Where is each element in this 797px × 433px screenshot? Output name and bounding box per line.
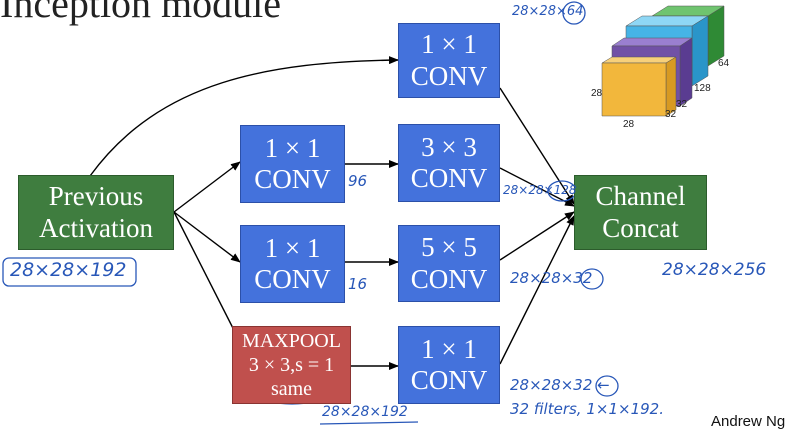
cube-yellow-top bbox=[601, 56, 677, 64]
arrow-bottom-to-concat bbox=[499, 215, 575, 365]
input-dims-annotation: 28×28×192 bbox=[10, 259, 127, 281]
conv-3x3-block: 3 × 3 CONV bbox=[398, 124, 500, 202]
conv-1x1-top-block: 1 × 1 CONV bbox=[398, 23, 500, 98]
channel-concat-block: Channel Concat bbox=[574, 175, 707, 250]
volume-depth-d-label: 64 bbox=[718, 58, 730, 69]
conv-5x5-line2: CONV bbox=[410, 263, 488, 294]
cube-yellow-front bbox=[601, 62, 667, 117]
reduce-conv-1x1-a-line1: 1 × 1 bbox=[264, 132, 321, 163]
arrow-prev-to-maxpool bbox=[173, 211, 241, 343]
page-title: Inception module bbox=[0, 0, 282, 26]
reduce-conv-1x1-b-line1: 1 × 1 bbox=[264, 232, 321, 263]
reduce-conv-1x1-b-block: 1 × 1 CONV bbox=[240, 225, 345, 303]
out2-dims-annotation: 28×28×128 bbox=[503, 183, 577, 197]
arrow-3x3-to-concat bbox=[499, 167, 575, 207]
concat-dims-annotation: 28×28×256 bbox=[662, 260, 767, 280]
circle-32-a bbox=[580, 268, 604, 290]
cube-purple-top bbox=[611, 37, 693, 47]
previous-activation-line2: Activation bbox=[39, 212, 153, 243]
reduce-conv-1x1-b-line2: CONV bbox=[254, 264, 331, 294]
circle-64 bbox=[562, 1, 586, 25]
reduce-conv-1x1-a-line2: CONV bbox=[254, 164, 331, 194]
arrow-top-to-concat bbox=[499, 87, 575, 205]
arrow-prev-to-reduce1 bbox=[173, 161, 241, 213]
maxpool-line1: MAXPOOL bbox=[242, 330, 341, 352]
conv-1x1-bottom-block: 1 × 1 CONV bbox=[398, 326, 500, 404]
maxpool-line2: 3 × 3,s = 1 bbox=[248, 354, 335, 376]
pool-dims-annotation: 28×28×192 bbox=[322, 404, 408, 420]
arrow-5x5-to-concat bbox=[499, 211, 575, 261]
maxpool-line3: same bbox=[270, 378, 313, 400]
cube-purple-side bbox=[679, 37, 693, 107]
conv-1x1-bottom-line2: CONV bbox=[410, 365, 488, 395]
out3-dims-annotation: 28×28×32 bbox=[510, 269, 593, 287]
cube-cyan-side bbox=[691, 15, 709, 87]
input-dims-outline bbox=[2, 257, 137, 287]
volume-height-label: 28 bbox=[591, 88, 603, 99]
arrow-prev-to-conv1x1-top bbox=[89, 56, 399, 177]
previous-activation-line1: Previous bbox=[48, 181, 144, 212]
arrow-prev-to-reduce2 bbox=[173, 211, 241, 263]
out4-dims-annotation: 28×28×32 ← bbox=[510, 376, 610, 394]
conv-1x1-top-line1: 1 × 1 bbox=[421, 29, 477, 60]
conv-5x5-line1: 5 × 5 bbox=[421, 232, 477, 263]
channel-concat-line1: Channel bbox=[595, 181, 686, 212]
conv-3x3-line1: 3 × 3 bbox=[421, 131, 477, 162]
out1-dims-annotation: 28×28×64 bbox=[512, 4, 584, 19]
channel-concat-line2: Concat bbox=[602, 212, 679, 243]
previous-activation-block: Previous Activation bbox=[18, 175, 174, 250]
output-volume-cube bbox=[601, 5, 725, 117]
reduce1-channels-annotation: 96 bbox=[348, 172, 368, 190]
conv-1x1-bottom-line1: 1 × 1 bbox=[421, 333, 477, 364]
underline-pool-dims bbox=[319, 421, 419, 425]
conv-3x3-line2: CONV bbox=[410, 163, 488, 193]
reduce-conv-1x1-a-block: 1 × 1 CONV bbox=[240, 125, 345, 203]
volume-depth-b-label: 32 bbox=[676, 99, 688, 110]
conv-1x1-top-line2: CONV bbox=[410, 60, 488, 91]
circle-32-b bbox=[595, 375, 619, 397]
reduce2-channels-annotation: 16 bbox=[348, 275, 368, 293]
cube-green-side bbox=[707, 5, 725, 67]
out4-note-annotation: 32 filters, 1×1×192. bbox=[510, 400, 664, 418]
conv-5x5-block: 5 × 5 CONV bbox=[398, 225, 500, 302]
maxpool-block: MAXPOOL 3 × 3,s = 1 same bbox=[232, 326, 351, 404]
volume-depth-a-label: 32 bbox=[665, 109, 677, 120]
volume-depth-c-label: 128 bbox=[694, 83, 711, 94]
volume-width-label: 28 bbox=[623, 119, 635, 130]
cube-yellow-side bbox=[665, 56, 677, 117]
author-credit: Andrew Ng bbox=[711, 413, 786, 430]
